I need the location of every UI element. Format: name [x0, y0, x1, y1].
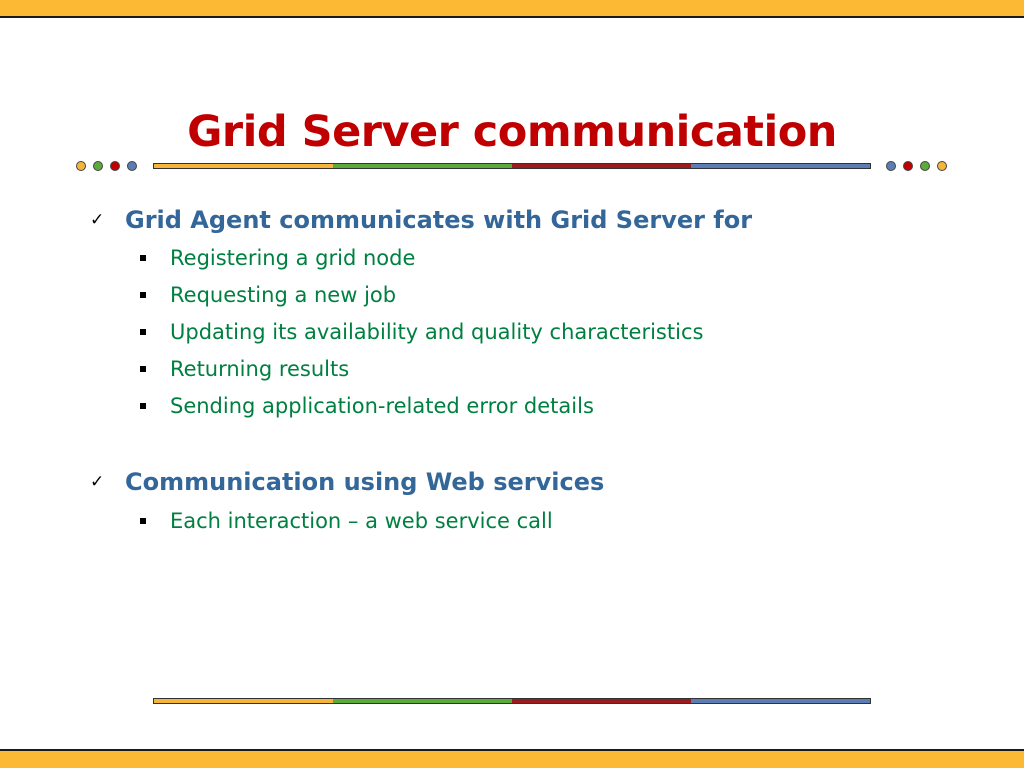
decor-dot — [76, 161, 86, 171]
decor-dot — [886, 161, 896, 171]
checkmark-icon: ✓ — [90, 472, 105, 492]
bullet-level2: Returning results — [140, 355, 349, 383]
bullet-level2: Registering a grid node — [140, 244, 415, 272]
sub-bullet-text: Sending application-related error detail… — [170, 394, 594, 418]
divider-segment — [153, 163, 333, 169]
divider-segment — [153, 698, 333, 704]
square-bullet-icon — [140, 403, 146, 409]
bullet-level1: ✓ Communication using Web services — [90, 467, 604, 497]
decor-dot — [110, 161, 120, 171]
decor-dot — [937, 161, 947, 171]
divider-segment — [333, 698, 512, 704]
bullet-level2: Requesting a new job — [140, 281, 396, 309]
sub-bullet-text: Requesting a new job — [170, 283, 397, 307]
footer-divider — [153, 698, 871, 704]
square-bullet-icon — [140, 329, 146, 335]
square-bullet-icon — [140, 255, 146, 261]
sub-bullet-text: Updating its availability and quality ch… — [170, 320, 704, 344]
square-bullet-icon — [140, 518, 146, 524]
bullet-level2: Each interaction – a web service call — [140, 507, 553, 535]
top-frame-bar — [0, 0, 1024, 18]
sub-bullet-text: Registering a grid node — [170, 246, 416, 270]
bullet-level2: Sending application-related error detail… — [140, 392, 594, 420]
divider-segment — [333, 163, 512, 169]
title-divider — [153, 163, 871, 169]
divider-segment — [512, 698, 691, 704]
bullet-text: Grid Agent communicates with Grid Server… — [125, 206, 753, 234]
slide-title: Grid Server communication — [187, 107, 837, 157]
square-bullet-icon — [140, 366, 146, 372]
bullet-text: Communication using Web services — [125, 468, 605, 496]
sub-bullet-text: Each interaction – a web service call — [170, 509, 553, 533]
decor-dot — [127, 161, 137, 171]
checkmark-icon: ✓ — [90, 210, 105, 230]
decor-dots-right — [886, 161, 947, 171]
decor-dot — [93, 161, 103, 171]
bottom-frame-bar — [0, 749, 1024, 768]
divider-segment — [691, 163, 871, 169]
bullet-level1: ✓ Grid Agent communicates with Grid Serv… — [90, 205, 752, 235]
decor-dots-left — [76, 161, 137, 171]
bullet-level2: Updating its availability and quality ch… — [140, 318, 703, 346]
decor-dot — [920, 161, 930, 171]
sub-bullet-text: Returning results — [170, 357, 350, 381]
divider-segment — [691, 698, 871, 704]
divider-segment — [512, 163, 691, 169]
square-bullet-icon — [140, 292, 146, 298]
decor-dot — [903, 161, 913, 171]
